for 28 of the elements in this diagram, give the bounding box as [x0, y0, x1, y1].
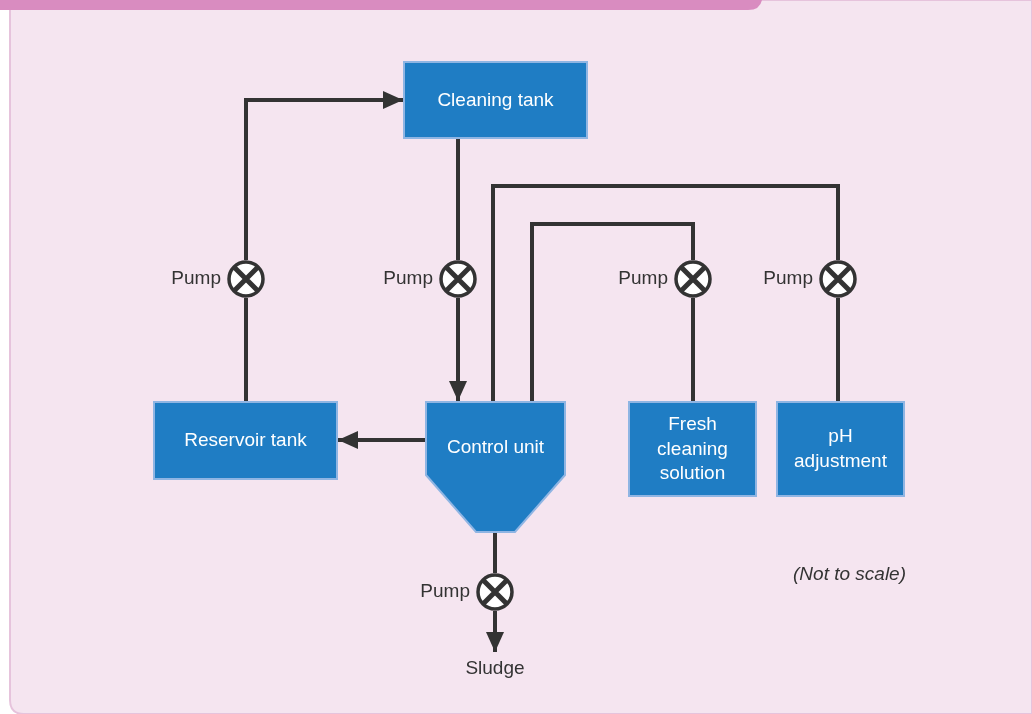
pipe-connector — [491, 184, 840, 401]
pipe-connector — [456, 138, 460, 260]
node-label: Control unit — [446, 435, 545, 459]
pump-label: Pump — [763, 267, 813, 289]
pipe-connector — [691, 298, 695, 401]
node-label: Sludge — [465, 655, 525, 680]
node-label: Fresh cleaning solution — [656, 411, 729, 486]
pipe-connector — [244, 298, 248, 401]
node-label: Reservoir tank — [184, 428, 307, 453]
pipe-connector — [530, 222, 695, 401]
node-label: Cleaning tank — [437, 87, 554, 112]
pump-label: Pump — [420, 580, 470, 602]
pipe-connector — [493, 533, 497, 573]
pump-label: Pump — [171, 267, 221, 289]
process-box — [776, 401, 905, 497]
process-box — [628, 401, 757, 497]
hopper-tank-shape — [425, 401, 566, 533]
pipe-connector — [449, 298, 467, 401]
node-label: pH adjustment — [793, 424, 888, 473]
pump-label: Pump — [383, 267, 433, 289]
pipe-connector — [338, 431, 425, 449]
pipe-connector — [836, 298, 840, 401]
pipe-connector — [486, 611, 504, 652]
process-box — [153, 401, 338, 480]
process-box — [403, 61, 588, 139]
note-text: (Not to scale) — [793, 563, 906, 585]
pipe-connector — [244, 91, 403, 260]
pump-label: Pump — [618, 267, 668, 289]
